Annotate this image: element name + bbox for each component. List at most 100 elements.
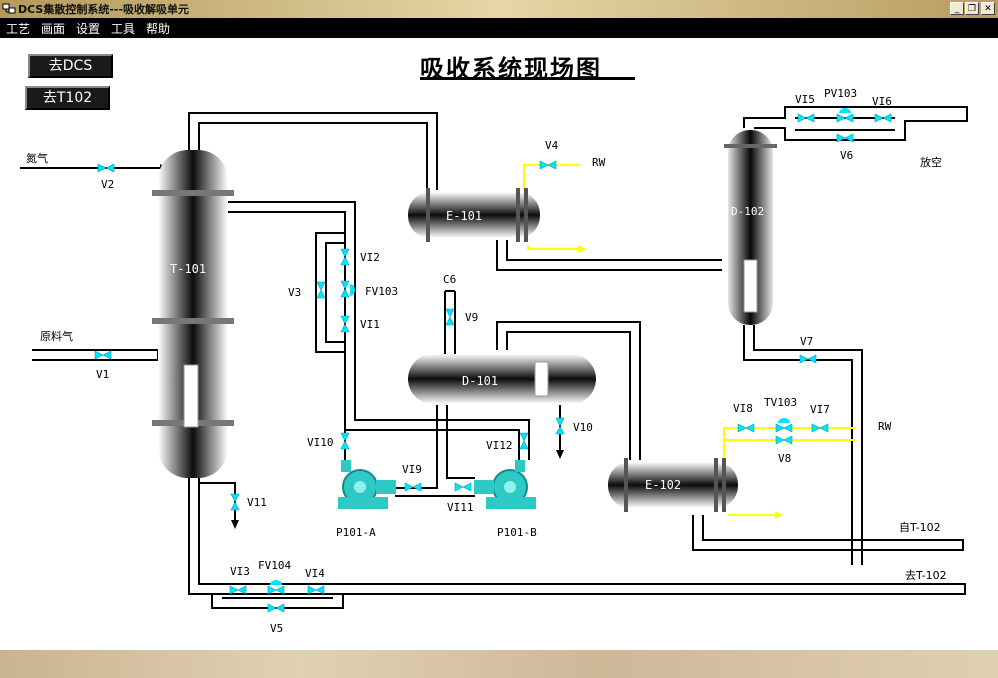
valve-v1[interactable]: [94, 350, 112, 360]
valve-v6[interactable]: [836, 133, 854, 143]
v1-label: V1: [96, 368, 110, 381]
menu-help[interactable]: 帮助: [146, 22, 171, 36]
valve-v11[interactable]: [230, 493, 240, 511]
vi7-label: VI7: [810, 403, 830, 416]
title-underline: [420, 77, 635, 80]
valve-vi10[interactable]: [340, 432, 350, 450]
v5-label: V5: [270, 622, 284, 635]
pv103-actuator: [839, 108, 851, 113]
vi10-label: VI10: [307, 436, 334, 449]
vent-label: 放空: [920, 156, 942, 169]
d101-vessel: [408, 354, 596, 404]
tv103-label: TV103: [764, 396, 798, 409]
to-t102-label: 去T-102: [905, 569, 947, 582]
valve-vi12[interactable]: [519, 432, 529, 450]
valve-v7[interactable]: [799, 354, 817, 364]
v2-label: V2: [101, 178, 115, 191]
d102-label: D-102: [731, 205, 765, 218]
valve-vi9[interactable]: [404, 482, 422, 492]
goto-dcs-button[interactable]: 去DCS: [28, 54, 113, 78]
tv103-actuator: [778, 418, 790, 423]
restore-button[interactable]: ❐: [965, 2, 979, 15]
valve-vi5[interactable]: [797, 113, 815, 123]
fv103-actuator: [350, 284, 355, 296]
v7-label: V7: [800, 335, 814, 348]
minimize-button[interactable]: _: [950, 2, 964, 15]
menu-screen[interactable]: 画面: [41, 22, 66, 36]
menu-settings[interactable]: 设置: [76, 22, 101, 36]
fv104-label: FV104: [258, 559, 292, 572]
pump-p101a[interactable]: [338, 460, 396, 509]
d101-level-indicator: [534, 361, 549, 397]
window-title-bar: DCS集散控制系统---吸收解吸单元 _ ❐ ✕: [0, 0, 998, 18]
pump-p101b[interactable]: [474, 460, 536, 509]
from-t102-label: 自T-102: [899, 521, 941, 534]
app-icon: [2, 3, 16, 14]
window-title: DCS集散控制系统---吸收解吸单元: [18, 3, 190, 16]
t101-column: [152, 150, 234, 478]
v11-drain-arrow: [231, 520, 239, 529]
rw-top-label: RW: [592, 156, 606, 169]
vi5-label: VI5: [795, 93, 815, 106]
vi1-label: VI1: [360, 318, 380, 331]
vi3-label: VI3: [230, 565, 250, 578]
valve-v10[interactable]: [555, 417, 565, 435]
e102-exchanger: [608, 458, 738, 512]
fv104-actuator: [270, 580, 282, 585]
close-button[interactable]: ✕: [981, 2, 995, 15]
v8-label: V8: [778, 452, 792, 465]
valve-v4[interactable]: [539, 160, 557, 170]
vi4-label: VI4: [305, 567, 325, 580]
valve-vi7[interactable]: [811, 423, 829, 433]
v10-drain-arrow: [556, 450, 564, 459]
valve-vi11[interactable]: [454, 482, 472, 492]
feed-gas-label: 原料气: [40, 330, 73, 343]
vi12-label: VI12: [486, 439, 513, 452]
c6-label: C6: [443, 273, 457, 286]
vi6-label: VI6: [872, 95, 892, 108]
v9-label: V9: [465, 311, 479, 324]
valve-v3[interactable]: [316, 281, 326, 299]
p101a-label: P101-A: [336, 526, 376, 539]
menu-tools[interactable]: 工具: [111, 22, 136, 36]
valve-vi6[interactable]: [874, 113, 892, 123]
footer-strip: [0, 650, 998, 678]
valve-v9[interactable]: [445, 308, 455, 326]
t101-level-indicator: [183, 364, 199, 428]
valve-tv103[interactable]: [775, 423, 793, 433]
p101b-label: P101-B: [497, 526, 537, 539]
e101-label: E-101: [446, 209, 483, 223]
v11-label: V11: [247, 496, 267, 509]
valve-v8[interactable]: [775, 435, 793, 445]
pv103-label: PV103: [824, 87, 858, 100]
menu-bar: 工艺 画面 设置 工具 帮助: [0, 18, 998, 38]
vi2-label: VI2: [360, 251, 380, 264]
valve-vi3[interactable]: [229, 585, 247, 595]
t101-label: T-101: [170, 262, 207, 276]
valve-fv103[interactable]: [340, 280, 350, 298]
vi11-label: VI11: [447, 501, 474, 514]
v4-label: V4: [545, 139, 559, 152]
vi9-label: VI9: [402, 463, 422, 476]
goto-t102-button[interactable]: 去T102: [25, 86, 110, 110]
valve-vi8[interactable]: [737, 423, 755, 433]
valve-v2[interactable]: [97, 163, 115, 173]
process-diagram: [20, 106, 968, 613]
v10-label: V10: [573, 421, 593, 434]
d102-vessel: [724, 130, 777, 325]
v3-label: V3: [288, 286, 302, 299]
valve-vi4[interactable]: [307, 585, 325, 595]
valve-vi1[interactable]: [340, 315, 350, 333]
valve-vi2[interactable]: [340, 248, 350, 266]
e102-label: E-102: [645, 478, 682, 492]
valve-pv103[interactable]: [836, 113, 854, 123]
vi8-label: VI8: [733, 402, 753, 415]
valve-fv104[interactable]: [267, 585, 285, 595]
valve-v5[interactable]: [267, 603, 285, 613]
nitrogen-label: 氮气: [26, 152, 48, 165]
menu-process[interactable]: 工艺: [6, 22, 31, 36]
cw-arrow-e101: [578, 245, 586, 253]
e101-exchanger: [408, 188, 540, 242]
cw-arrow-e102: [775, 511, 783, 519]
d102-level-indicator: [743, 259, 758, 313]
